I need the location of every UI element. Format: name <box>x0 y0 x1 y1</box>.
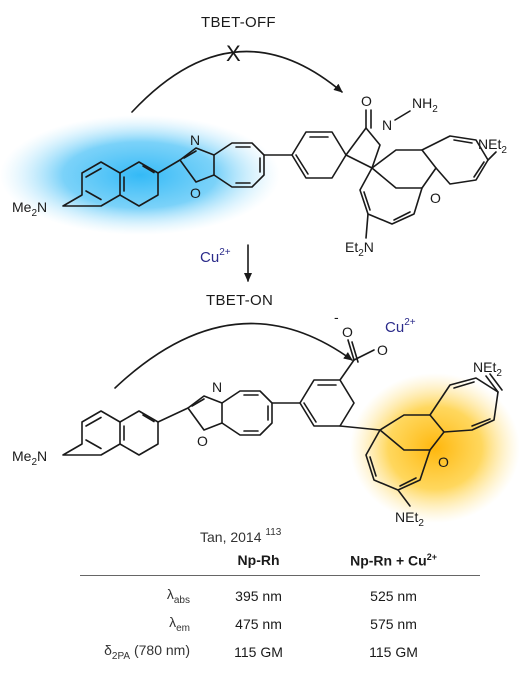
energy-transfer-arrow-on <box>114 322 353 389</box>
diethylamino-right-label-top: NEt2 <box>478 136 507 156</box>
acceptor-glow-bottom <box>350 373 520 523</box>
cell-2pa-np-rh: 115 GM <box>234 643 283 660</box>
xanthene-o-label-bottom: O <box>438 454 449 470</box>
copper-reagent-label: Cu2+ <box>200 247 231 266</box>
energy-transfer-arrow-off <box>131 50 343 113</box>
spiro-xanthene-top <box>359 135 489 225</box>
table-row: δ2PA (780 nm) 115 GM 115 GM <box>80 638 480 666</box>
cell-abs-np-rn-cu: 525 nm <box>370 587 417 604</box>
tbet-on-label: TBET-ON <box>206 292 273 309</box>
np-rh-molecule: Me2N N O <box>0 14 507 259</box>
cell-em-np-rn-cu: 575 nm <box>370 615 417 632</box>
header-np-rn-cu: Np-Rn + Cu2+ <box>307 548 480 576</box>
carboxylate-o-label: O <box>377 342 388 358</box>
row-label-2pa: δ2PA (780 nm) <box>104 641 190 662</box>
naphthalene-ring-bottom <box>62 410 159 456</box>
cell-abs-np-rh: 395 nm <box>235 587 282 604</box>
table-row: λabs 395 nm 525 nm <box>80 575 480 610</box>
cell-2pa-np-rn-cu: 115 GM <box>369 643 418 660</box>
table-header-row: Np-Rh Np-Rn + Cu2+ <box>80 548 480 576</box>
diethylamino-label-bottom: NEt2 <box>395 509 424 529</box>
donor-glow-top <box>0 115 280 235</box>
row-label-em: λem <box>169 613 190 634</box>
oxazole-n-label-top: N <box>190 132 200 148</box>
carboxylate-o-top-label: O <box>342 324 353 340</box>
diethylamino-left-label-top: Et2N <box>345 239 374 259</box>
row-label-abs: λabs <box>166 585 190 606</box>
xanthene-o-label-top: O <box>430 190 441 206</box>
header-empty-cell <box>80 548 210 576</box>
header-np-rh: Np-Rh <box>210 548 308 576</box>
table-row: λem 475 nm 575 nm <box>80 610 480 638</box>
iminium-label: NEt2 <box>473 359 502 379</box>
oxazole-o-label-top: O <box>190 185 201 201</box>
isoindolinone-ring-top <box>291 109 381 179</box>
dimethylamino-label-bottom: Me2N <box>12 448 47 468</box>
blocked-mark: X <box>226 41 241 66</box>
photophysical-properties-table: Np-Rh Np-Rn + Cu2+ λabs 395 nm 525 nm λe… <box>80 548 480 666</box>
carbonyl-o-label: O <box>361 93 372 109</box>
amine-label: NH2 <box>412 95 438 115</box>
np-rn-cu-complex: TBET-ON Me2N N O <box>12 292 520 529</box>
oxazole-n-label-bottom: N <box>212 379 222 395</box>
carboxylate-minus-label: - <box>334 309 339 325</box>
benzoate-ring-bottom <box>299 339 375 427</box>
citation-label: Tan, 2014 113 <box>200 527 282 545</box>
cell-em-np-rh: 475 nm <box>235 615 282 632</box>
reagent-step: Cu2+ <box>200 244 252 282</box>
dimethylamino-label: Me2N <box>12 199 47 219</box>
benzoxazole-ring-bottom <box>187 390 273 436</box>
copper-bound-label: Cu2+ <box>385 317 416 336</box>
hydrazide-n-label: N <box>382 117 392 133</box>
benzoxazole-ring-top <box>179 142 265 188</box>
tbet-off-label: TBET-OFF <box>201 14 276 31</box>
naphthalene-ring-top <box>62 161 159 207</box>
oxazole-o-label-bottom: O <box>197 433 208 449</box>
